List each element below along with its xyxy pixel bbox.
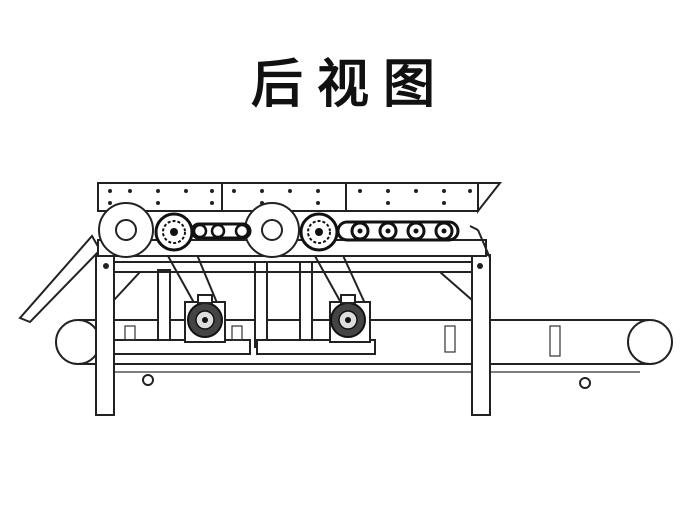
belt-return-rollers [110, 371, 640, 389]
view-title: 后视图 [250, 55, 449, 115]
screen-box-bolts [108, 189, 472, 205]
motor-bases [113, 325, 561, 357]
support-frame [95, 254, 491, 416]
motor-left [184, 294, 226, 343]
screen-box [97, 182, 503, 257]
right-bracket [469, 225, 491, 259]
motor-right [329, 294, 371, 343]
chain-drive-left [190, 222, 252, 240]
feed-chute [18, 234, 102, 324]
eccentric-housing-left [98, 202, 154, 258]
pulley-left [154, 212, 194, 252]
eccentric-housing-right [244, 202, 300, 258]
chain-drive-right [336, 220, 460, 242]
pulley-right [299, 212, 339, 252]
